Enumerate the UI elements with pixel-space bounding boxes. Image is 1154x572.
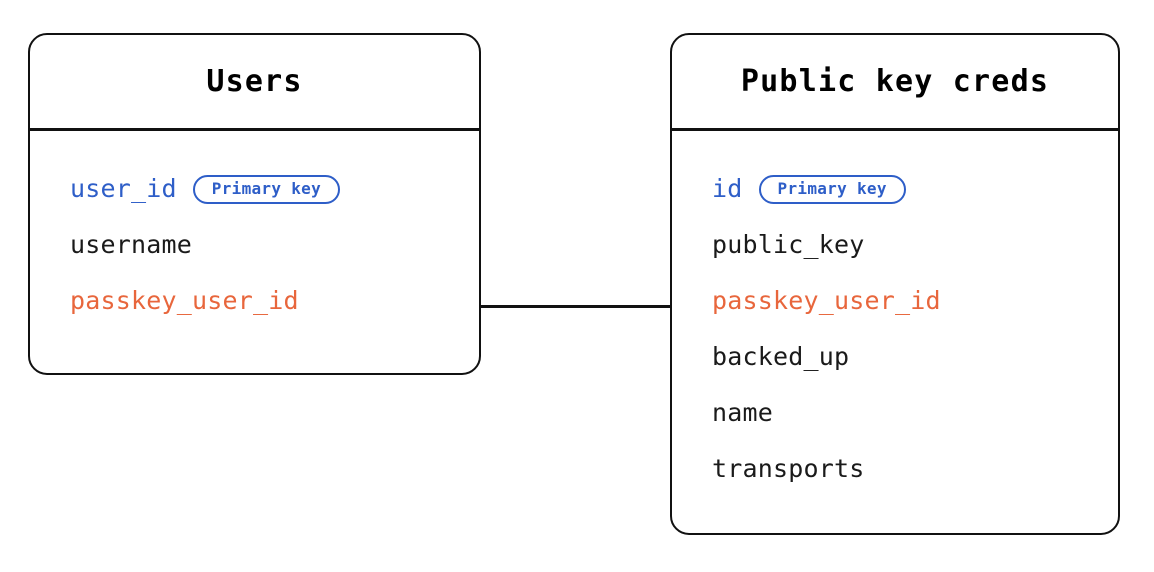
- field-label-user-id: user_id: [70, 174, 177, 203]
- field-label-passkey-user-id: passkey_user_id: [712, 286, 941, 315]
- entity-public-key-creds[interactable]: Public key creds id Primary key public_k…: [670, 33, 1120, 535]
- primary-key-badge: Primary key: [758, 174, 906, 204]
- entity-public-key-creds-title: Public key creds: [740, 63, 1050, 99]
- field-label-transports: transports: [712, 454, 865, 483]
- field-label-public-key: public_key: [712, 230, 865, 259]
- entity-users-divider: [30, 128, 479, 131]
- entity-users[interactable]: Users user_id Primary key username passk…: [28, 33, 481, 375]
- field-row-username[interactable]: username: [70, 217, 479, 273]
- field-row-user-id[interactable]: user_id Primary key: [70, 161, 479, 217]
- field-row-passkey-user-id[interactable]: passkey_user_id: [712, 273, 1118, 329]
- field-row-backed-up[interactable]: backed_up: [712, 329, 1118, 385]
- field-row-name[interactable]: name: [712, 385, 1118, 441]
- field-label-name: name: [712, 398, 774, 427]
- field-row-public-key[interactable]: public_key: [712, 217, 1118, 273]
- primary-key-badge-label: Primary key: [777, 179, 887, 198]
- primary-key-badge: Primary key: [192, 174, 341, 204]
- field-label-passkey-user-id: passkey_user_id: [70, 286, 299, 315]
- field-row-transports[interactable]: transports: [712, 441, 1118, 497]
- entity-users-title: Users: [206, 63, 303, 99]
- field-row-id[interactable]: id Primary key: [712, 161, 1118, 217]
- field-row-passkey-user-id[interactable]: passkey_user_id: [70, 273, 479, 329]
- entity-public-key-creds-divider: [672, 128, 1118, 131]
- entity-users-field-list: user_id Primary key username passkey_use…: [30, 128, 479, 373]
- relationship-connector-line: [479, 305, 672, 308]
- entity-public-key-creds-header: Public key creds: [672, 35, 1118, 128]
- field-label-backed-up: backed_up: [712, 342, 850, 371]
- field-label-username: username: [70, 230, 193, 259]
- primary-key-badge-label: Primary key: [211, 179, 322, 198]
- field-label-id: id: [712, 174, 743, 203]
- entity-users-header: Users: [30, 35, 479, 128]
- entity-public-key-creds-field-list: id Primary key public_key passkey_user_i…: [672, 128, 1118, 533]
